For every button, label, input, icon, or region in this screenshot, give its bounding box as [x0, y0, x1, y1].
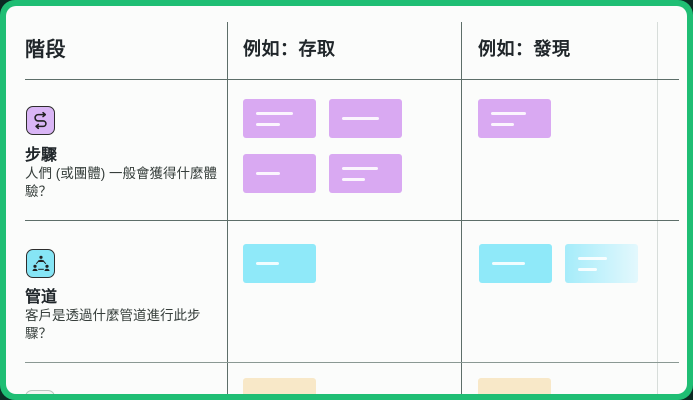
header-divider: [25, 79, 679, 80]
card-text-line: [491, 111, 526, 115]
column-divider-3: [657, 22, 658, 394]
row3-icon-badge-partial: [25, 390, 55, 394]
row-divider-2: [25, 362, 679, 363]
card-text-line: [256, 122, 280, 126]
sticky-card[interactable]: [243, 99, 316, 138]
cell-steps-discover: [478, 99, 551, 138]
sticky-card[interactable]: [479, 244, 552, 283]
sticky-card[interactable]: [243, 244, 316, 283]
steps-icon-badge: [26, 106, 55, 135]
people-network-icon: [32, 255, 49, 271]
sticky-card[interactable]: [243, 378, 316, 394]
stage-header-label: 階段: [25, 39, 66, 61]
row-desc-channels: 客戶是透過什麼管道進行此步驟？: [25, 308, 201, 341]
column-header-discover: 例如：發現: [478, 39, 571, 59]
row-desc-steps: 人們 (或團體) 一般會獲得什麼體驗？: [25, 166, 217, 199]
row-title-channels: 管道: [25, 289, 58, 306]
column-divider-2: [461, 22, 462, 394]
card-text-line: [256, 262, 279, 265]
card-text-line: [492, 262, 525, 265]
card-text-line: [256, 172, 280, 175]
cell-channels-access: [243, 244, 316, 283]
card-text-line: [578, 256, 607, 260]
sticky-card[interactable]: [329, 154, 402, 193]
row-divider-1: [25, 220, 679, 221]
column-divider-1: [227, 22, 228, 394]
sticky-card[interactable]: [565, 244, 638, 283]
cell-steps-access: [243, 99, 403, 193]
sticky-card[interactable]: [329, 99, 402, 138]
card-text-line: [342, 166, 378, 170]
channels-icon-badge: [26, 249, 55, 278]
card-text-line: [342, 117, 380, 120]
card-text-line: [342, 177, 365, 181]
row-title-steps: 步驟: [25, 147, 58, 164]
column-header-access: 例如：存取: [243, 39, 336, 59]
table-surface: 階段 例如：存取 例如：發現 步驟 人們 (或團體) 一般會獲得什麼體驗？: [6, 6, 687, 394]
card-text-line: [491, 122, 514, 126]
cell-row3-discover: [478, 378, 551, 394]
sticky-card[interactable]: [478, 378, 551, 394]
sticky-card[interactable]: [243, 154, 316, 193]
cell-row3-access: [243, 378, 316, 394]
card-text-line: [256, 111, 294, 115]
cell-channels-discover: [479, 244, 638, 283]
card-text-line: [578, 267, 598, 271]
route-steps-icon: [34, 111, 47, 130]
sticky-card[interactable]: [478, 99, 551, 138]
